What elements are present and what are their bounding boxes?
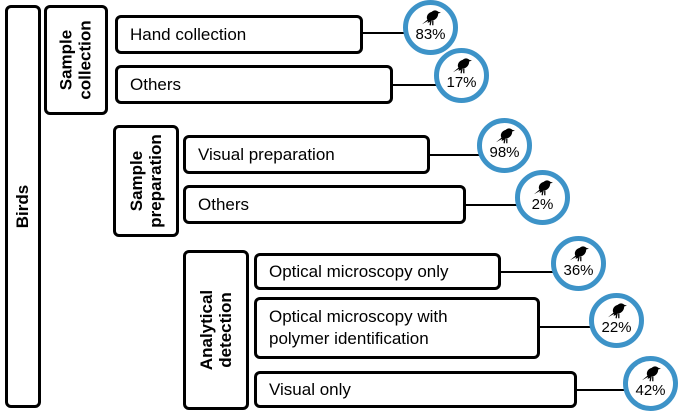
option-others-preparation: Others [183, 185, 466, 224]
connector-line [499, 271, 555, 273]
connector-line [361, 32, 407, 34]
bird-icon [421, 9, 441, 25]
percent-value: 22% [601, 318, 632, 336]
connector-line [575, 389, 627, 391]
percent-value: 42% [635, 381, 666, 399]
option-label: Optical microscopy only [269, 261, 449, 281]
option-visual-only: Visual only [254, 371, 577, 408]
option-others-collection: Others [115, 65, 393, 104]
percent-badge: 2% [515, 170, 570, 225]
bird-icon [607, 302, 627, 318]
option-label: Others [130, 74, 182, 94]
stage-label: Sample preparation [127, 134, 165, 228]
option-label: Optical microscopy with polymer identifi… [269, 307, 448, 348]
option-visual-preparation: Visual preparation [183, 135, 430, 174]
option-hand-collection: Hand collection [115, 15, 363, 54]
root-box: Birds [5, 5, 41, 408]
percent-badge: 22% [589, 293, 644, 348]
percent-badge: 42% [623, 356, 678, 411]
connector-line [538, 326, 593, 328]
percent-value: 98% [489, 143, 520, 161]
bird-icon [452, 57, 472, 73]
percent-value: 36% [563, 261, 594, 279]
stage-sample-collection: Sample collection [44, 5, 108, 115]
connector-line [391, 84, 438, 86]
bird-icon [533, 179, 553, 195]
stage-sample-preparation: Sample preparation [113, 125, 179, 237]
percent-badge: 98% [477, 118, 532, 173]
percent-badge: 83% [403, 0, 458, 55]
bird-icon [495, 127, 515, 143]
option-label: Others [198, 194, 250, 214]
percent-value: 17% [446, 73, 477, 91]
option-label: Visual preparation [198, 144, 335, 164]
percent-badge: 17% [434, 48, 489, 103]
stage-analytical-detection: Analytical detection [183, 250, 249, 410]
option-optical-microscopy-only: Optical microscopy only [254, 253, 501, 290]
option-label: Hand collection [130, 24, 247, 44]
connector-line [428, 154, 481, 156]
bird-icon [641, 365, 661, 381]
percent-badge: 36% [551, 236, 606, 291]
stage-label: Sample collection [57, 20, 96, 100]
root-label: Birds [13, 184, 33, 229]
option-optical-microscopy-polymer: Optical microscopy with polymer identifi… [254, 297, 540, 359]
stage-label: Analytical detection [197, 289, 235, 371]
percent-value: 2% [531, 195, 554, 213]
connector-line [464, 204, 519, 206]
percent-value: 83% [415, 25, 446, 43]
option-label: Visual only [269, 379, 351, 399]
bird-icon [569, 245, 589, 261]
